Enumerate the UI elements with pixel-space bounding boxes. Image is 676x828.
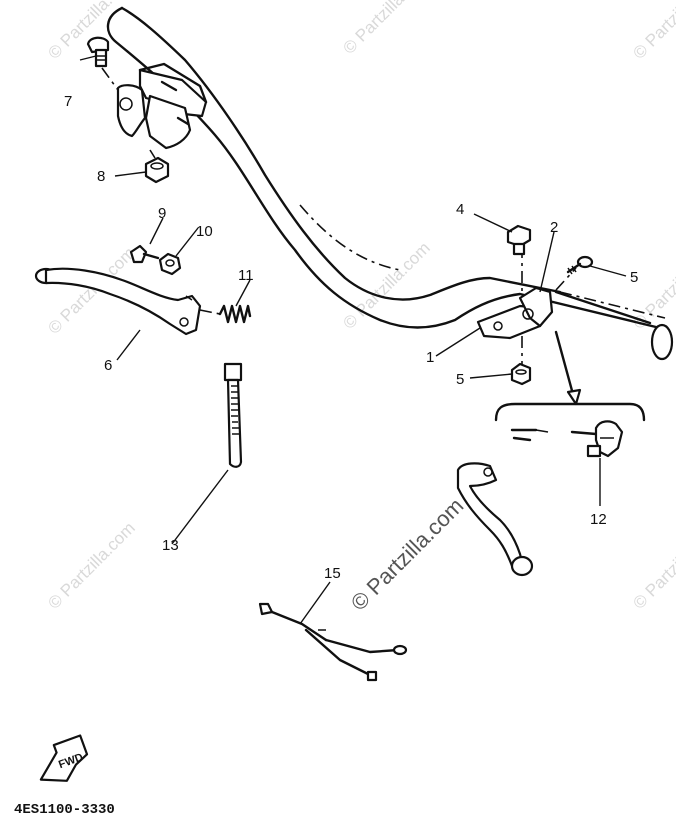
- handlebar-end: [650, 323, 674, 361]
- callout-6: 5: [630, 269, 638, 286]
- screw-6: [566, 255, 594, 275]
- callout-9: 8: [97, 168, 105, 185]
- nut-9: [144, 149, 170, 184]
- callout-13: 12: [590, 511, 607, 528]
- watermark-text: © Partzilla.com: [339, 0, 433, 58]
- bolt-10: [129, 244, 160, 264]
- callout-5: 5: [456, 371, 464, 388]
- callout-12: 11: [238, 267, 254, 284]
- bolt-4: [506, 224, 532, 256]
- callout-10: 9: [158, 205, 166, 222]
- watermark-center: © Partzilla.com: [346, 493, 469, 616]
- fwd-arrow-icon: FWD: [39, 734, 89, 782]
- spring-12: [199, 304, 252, 324]
- callout-11: 10: [196, 223, 213, 240]
- detail-arrow: [554, 330, 582, 406]
- part-code: 4ES1100-3330: [14, 802, 115, 818]
- callout-8: 7: [64, 93, 72, 110]
- callout-1: 1: [426, 349, 434, 366]
- strap-14: [223, 362, 243, 468]
- cable-15: [258, 602, 408, 682]
- lever-right: [456, 462, 534, 577]
- callout-7: 6: [104, 357, 112, 374]
- callout-14: 13: [162, 537, 179, 554]
- left-switch-housing: [116, 62, 208, 150]
- nut-11: [158, 252, 182, 276]
- watermark-text: © Partzilla.com: [44, 518, 138, 612]
- callout-15: 15: [324, 565, 341, 582]
- nut-5: [510, 362, 532, 386]
- clamp-assembly: [476, 246, 577, 368]
- callout-labels: 7 8 9 10 11 6 13 4 2 5 1 5 12 15: [64, 93, 638, 582]
- callout-4: 4: [456, 201, 464, 218]
- watermark-text: © Partzilla.com: [629, 0, 676, 63]
- detail-inset-13: [494, 402, 646, 458]
- bolt-8: [86, 36, 119, 91]
- callout-2: 2: [550, 219, 558, 236]
- leader-lines: [79, 55, 627, 625]
- handlebar: [106, 6, 674, 361]
- lever-7: [34, 267, 202, 336]
- watermark-text: © Partzilla.com: [629, 518, 676, 612]
